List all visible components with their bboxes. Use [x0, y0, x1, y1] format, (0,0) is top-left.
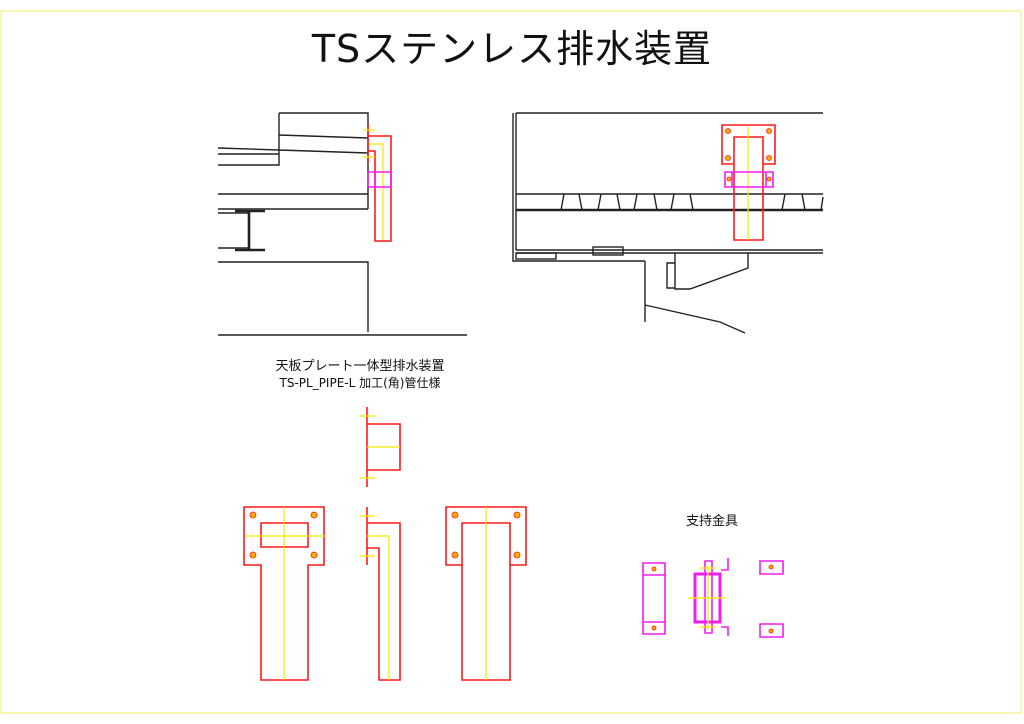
support-bracket [367, 171, 392, 188]
back-view-part [445, 506, 527, 681]
drawing-title: TSステンレス排水装置 [311, 27, 713, 71]
plate [592, 246, 624, 256]
grating-bars [560, 193, 824, 211]
i-beam [218, 209, 265, 252]
section-view-left [217, 112, 467, 336]
counter-top-outline [217, 112, 369, 210]
bracket-plates [759, 560, 784, 638]
top-view-part [360, 407, 401, 487]
centerline [363, 129, 384, 240]
base-outline [218, 261, 467, 336]
support-structure [644, 261, 746, 334]
edge-plate [515, 252, 557, 260]
support-bracket-parts [642, 558, 784, 638]
product-model: TS-PL_PIPE-L 加工(角)管仕様 [279, 376, 441, 390]
sheet-border [0, 10, 1022, 714]
drain-pipe-section [363, 124, 392, 242]
support-bracket [724, 171, 774, 188]
section-view-right [512, 112, 824, 334]
hanger-bracket [666, 253, 749, 290]
bracket-front [642, 562, 666, 635]
frame-outline [512, 112, 823, 262]
front-view-part [243, 506, 325, 681]
product-name: 天板プレート一体型排水装置 [275, 359, 445, 374]
side-view-part [360, 507, 401, 681]
support-bracket-label: 支持金具 [685, 514, 738, 529]
drain-pipe-front [721, 124, 776, 241]
